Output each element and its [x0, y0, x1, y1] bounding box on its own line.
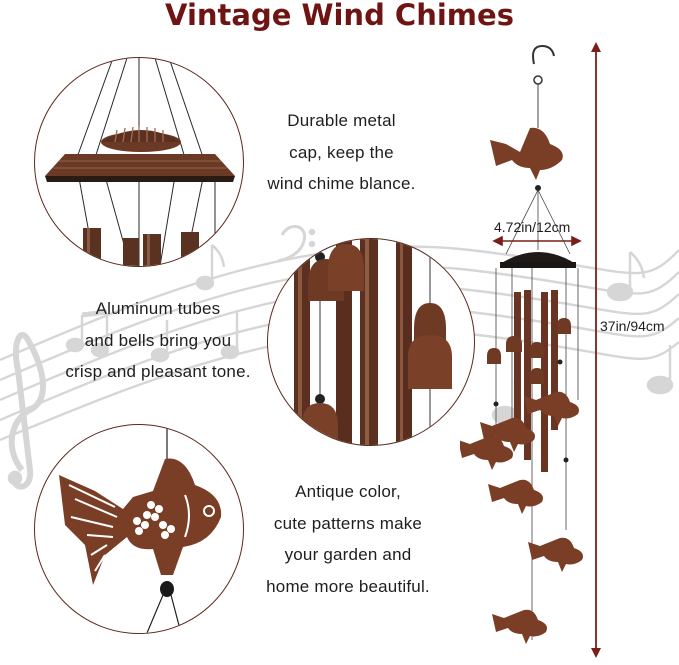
metal-cap-closeup-image	[34, 57, 244, 267]
goldfish-illustration	[59, 425, 222, 633]
caption-line: and bells bring you	[84, 330, 232, 350]
page-title: Vintage Wind Chimes	[165, 0, 514, 32]
height-dimension-arrow	[591, 42, 601, 658]
feature-caption-metal-cap: Durable metal cap, keep the wind chime b…	[244, 105, 439, 200]
caption-line: Durable metal	[287, 111, 396, 130]
goldfish-pendant-top	[490, 127, 563, 180]
caption-line: Aluminum tubes	[95, 299, 221, 318]
width-dimension-label: 4.72in/12cm	[494, 219, 571, 235]
height-dimension-label: 37in/94cm	[600, 318, 665, 334]
caption-line: your garden and	[284, 545, 412, 564]
caption-line: Antique color,	[295, 482, 401, 501]
caption-line: cap, keep the	[289, 142, 394, 162]
full-wind-chime-product-image	[460, 44, 583, 644]
tubes-bells-illustration	[294, 239, 452, 445]
wind-chime-cap-illustration	[45, 58, 235, 266]
goldfish-pendant-closeup-image	[34, 424, 244, 634]
goldfish-pendants	[460, 391, 583, 644]
feature-caption-antique-color: Antique color, cute patterns make your g…	[246, 476, 450, 602]
caption-line: cute patterns make	[273, 513, 423, 533]
caption-line: crisp and pleasant tone.	[65, 362, 251, 381]
tubes-and-bells-closeup-image	[267, 238, 475, 446]
caption-line: home more beautiful.	[266, 576, 430, 596]
hook-icon	[532, 44, 555, 65]
caption-line: wind chime blance.	[267, 174, 416, 193]
feature-caption-tubes-bells: Aluminum tubes and bells bring you crisp…	[52, 293, 264, 388]
